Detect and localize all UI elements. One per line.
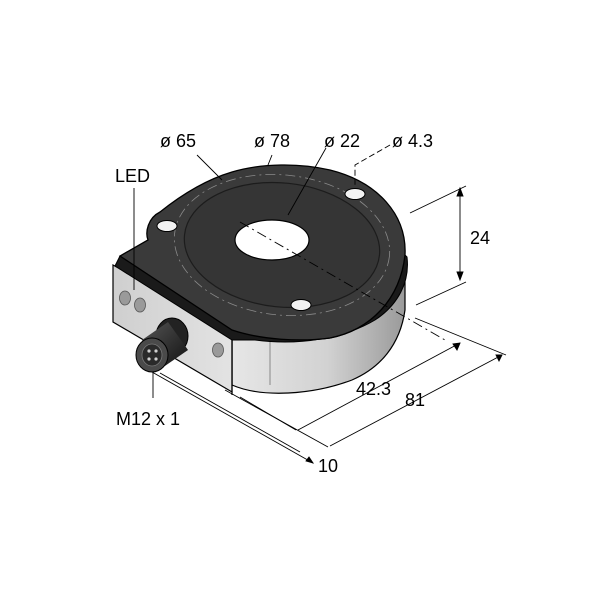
mounting-hole-bottom [290,299,312,311]
dimension-height [409,185,467,306]
label-length-10: 10 [318,456,338,476]
mounting-hole-right [344,188,366,200]
leader-d43 [354,144,391,185]
label-led: LED [115,166,150,186]
label-connector-m12: M12 x 1 [116,409,180,429]
leader-d65 [196,154,223,181]
label-height-24: 24 [470,228,490,248]
dimension-lengths [151,317,507,464]
leader-lines [133,144,391,398]
led-1 [119,290,131,306]
led-2 [134,297,146,313]
m12-connector [135,317,189,373]
led-indicators [119,290,224,358]
label-diameter-22: ø 22 [324,131,360,151]
mounting-hole-left [156,220,178,232]
leader-d22 [287,147,327,216]
label-diameter-65: ø 65 [160,131,196,151]
label-diameter-78: ø 78 [254,131,290,151]
led-3 [212,342,224,358]
leader-d78 [267,154,273,166]
lid-dashed-circle [173,174,391,316]
label-length-81: 81 [405,390,425,410]
label-length-42-3: 42.3 [356,379,391,399]
housing-top-lid [114,164,408,343]
label-diameter-4-3: ø 4.3 [392,131,433,151]
